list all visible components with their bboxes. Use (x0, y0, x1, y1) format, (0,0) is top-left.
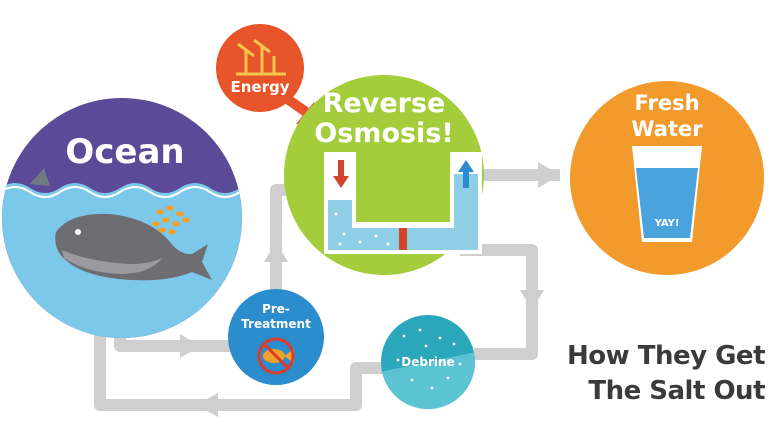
fresh-water-label-line2: Water (631, 117, 703, 141)
fish-school-icon (152, 205, 190, 235)
down-arrow-icon (333, 160, 349, 188)
debrine-label: Debrine (401, 355, 454, 369)
u-tube-icon (324, 152, 482, 254)
pipe-arrows (180, 162, 560, 417)
ocean-label: Ocean (65, 132, 184, 172)
caption-line2: The Salt Out (588, 376, 765, 406)
fresh-water-label-line1: Fresh (634, 91, 699, 115)
pretreatment-node: Pre- Treatment (228, 289, 324, 385)
pretreatment-label-line2: Treatment (241, 317, 311, 331)
pretreatment-label-line1: Pre- (262, 302, 290, 316)
fresh-water-node: Fresh Water YAY! (570, 81, 764, 275)
arrow-up-to-ro (264, 242, 288, 262)
arrow-back-to-ocean (196, 393, 218, 417)
wind-turbine-icon (236, 38, 286, 76)
energy-label: Energy (230, 78, 289, 96)
ro-label-line2: Osmosis! (314, 118, 453, 149)
arrow-into-pretreatment (180, 334, 200, 358)
no-fish-icon (257, 337, 295, 375)
energy-node: Energy (216, 24, 304, 112)
salt-particles (396, 328, 462, 390)
whale-icon (55, 213, 213, 281)
arrow-down-to-debrine (520, 290, 544, 310)
reverse-osmosis-node: Reverse Osmosis! (284, 75, 484, 275)
ro-label-line1: Reverse (323, 88, 446, 119)
energy-arrow (283, 93, 309, 117)
pipe-ro-to-debrine (460, 244, 538, 360)
shark-fin-icon (30, 168, 50, 186)
up-arrow-icon (458, 160, 474, 188)
water-glass-icon (632, 146, 702, 242)
caption-line1: How They Get (567, 341, 765, 371)
arrow-into-freshwater (538, 162, 560, 188)
pipe-debrine-to-ocean (94, 325, 385, 411)
debrine-node: Debrine (381, 315, 475, 409)
membrane (399, 228, 407, 250)
yay-label: YAY! (654, 218, 680, 229)
ocean-node: Ocean (2, 98, 242, 338)
